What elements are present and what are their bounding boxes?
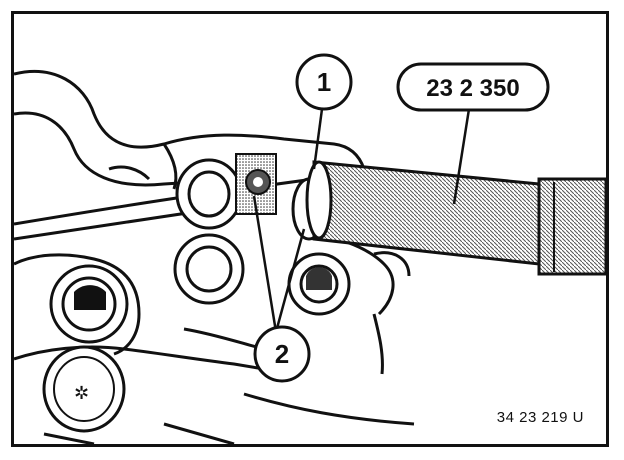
figure-reference: 34 23 219 U (496, 409, 584, 426)
callout-1: 1 (295, 53, 353, 111)
tool-number-label: 23 2 350 (426, 75, 519, 102)
bolt-hole-upper (175, 158, 243, 230)
bolt-head-lower: ✲ (42, 345, 126, 433)
special-tool-shaft (305, 160, 606, 276)
bolt-hole-right (287, 252, 351, 316)
caliper-body (14, 253, 415, 444)
svg-text:✲: ✲ (74, 383, 89, 403)
leader-lines (252, 108, 471, 333)
callout-1-label: 1 (317, 67, 331, 97)
tool-number-callout: 23 2 350 (396, 62, 550, 112)
caliper-housing (14, 69, 411, 316)
diagram-frame: ✲ (11, 11, 609, 447)
bolt-hole-center (173, 233, 245, 305)
bolt-hole-left (49, 264, 129, 344)
brake-caliper-illustration: ✲ (14, 53, 606, 444)
callout-2: 2 (253, 325, 311, 383)
callout-2-label: 2 (275, 339, 289, 369)
